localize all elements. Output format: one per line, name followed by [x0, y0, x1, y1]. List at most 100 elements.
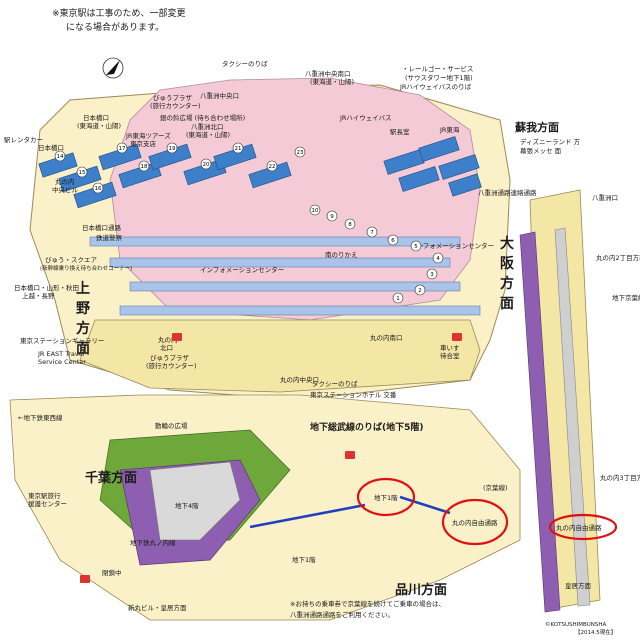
direction-chiba: 千葉方面	[85, 470, 137, 486]
label-jr-tours: JR東海ツアーズ	[125, 131, 171, 140]
label-floor-b4: 地下4階	[175, 501, 199, 510]
platform-number: 20	[203, 162, 210, 168]
label-nihonbashi-shinkansen: 日本橋口・山形・秋田	[14, 283, 79, 292]
platform-number-badge	[410, 240, 422, 252]
label-jr-tokai: JR東海	[439, 125, 460, 134]
walking-route	[249, 495, 451, 529]
platform-number-badge	[414, 284, 426, 296]
platform-number: 5	[414, 244, 418, 250]
platform-number: 6	[391, 238, 395, 244]
direction-soga: 蘇我方面	[514, 120, 559, 134]
label-nihonbashi-passage: 日本橋口通路	[82, 223, 122, 232]
direction-shinagawa: 品川方面	[395, 582, 447, 598]
platform-number-badge	[232, 142, 244, 154]
platform-number-badge	[266, 160, 278, 172]
platform-number-badge	[326, 210, 338, 222]
notice-line1: ※東京駅は工事のため、一部変更	[52, 7, 186, 19]
label-rail-go-2: (サウスタワー地下1階)	[405, 73, 473, 82]
platform-number-badge	[200, 158, 212, 170]
platform-number-badge	[309, 204, 321, 216]
label-south-passage: 南のりかえ	[325, 250, 358, 259]
platform-blocks-right	[383, 136, 482, 197]
keiyo-corridor	[519, 189, 601, 613]
label-view-plaza-bottom-2: (旅行カウンター)	[146, 361, 197, 370]
underground-area	[9, 394, 521, 621]
label-view-square-2: (新幹線乗り換え待ち合わせコーナー)	[40, 264, 132, 272]
label-yaesu-central-north: 八重洲中央口	[200, 91, 239, 100]
label-kokyo: 皇居方面	[565, 581, 592, 590]
label-taxi-top: タクシーのりば	[222, 59, 268, 68]
platform-number: 3	[430, 272, 434, 278]
label-wheelchair: 車いす	[440, 343, 460, 352]
label-wheelchair-2: 待合室	[440, 351, 460, 360]
label-rail-go: ・レールゴー・サービス	[402, 64, 473, 73]
label-taxi-bottom: タクシーのりば	[312, 379, 358, 388]
label-yaesu-north-2: (東海道・山陽)	[186, 130, 230, 139]
label-marunouchi-central: 丸の内中央口	[280, 375, 319, 384]
label-view-plaza-bottom: びゅうプラザ	[150, 354, 189, 362]
notice-line2: になる場合があります。	[66, 21, 164, 33]
highlight-jiyu-right	[548, 513, 618, 541]
platform-number-badge	[426, 268, 438, 280]
platform-number: 15	[79, 170, 86, 176]
platform-number: 2	[418, 288, 422, 294]
platform-number: 23	[297, 150, 304, 156]
label-circle-jiyu: 丸の内自由通路	[452, 518, 498, 527]
label-yaesu-central-south-2: (東海道・山陽)	[310, 77, 354, 86]
platform-number: 16	[95, 186, 102, 192]
platform-number-badge	[166, 142, 178, 154]
label-nihonbashi-exit: 日本橋口	[38, 143, 64, 152]
platform-number-badge	[294, 146, 306, 158]
direction-osaka-2: 阪	[500, 256, 515, 272]
label-nihonbashi-shinkansen-2: 上越・長野	[22, 291, 55, 300]
label-marunouchi-south: 丸の内南口	[370, 333, 403, 342]
platform-number: 1	[396, 296, 400, 302]
platform-number: 9	[330, 214, 334, 220]
restroom-icon	[80, 333, 462, 583]
label-yaesu-north: 八重洲北口	[191, 123, 224, 131]
label-gin-no-suzu: 銀の鈴広場 (待ち合わせ場所)	[160, 113, 245, 122]
label-underground-tozai: ←地下鉄東西線	[18, 413, 63, 422]
label-marunouchi-north-2: 北口	[160, 344, 173, 352]
label-underground-b1-bottom: 地下鉄丸ノ内線	[130, 538, 176, 547]
label-info-center-2: インフォメーションセンター	[410, 241, 494, 250]
direction-ueno-1: 上	[76, 281, 90, 297]
label-jr-highway: JRハイウェイバスのりば	[399, 82, 472, 91]
highlight-circles	[356, 477, 618, 546]
direction-osaka-3: 方	[500, 275, 514, 292]
label-nihonbashi-top: 日本橋口	[83, 113, 109, 122]
label-station-gallery: 東京ステーションギャラリー	[20, 336, 104, 345]
direction-ueno-2: 野	[76, 301, 90, 317]
platform-number: 8	[348, 222, 352, 228]
platform-number-badge	[392, 292, 404, 304]
platform-number-badge	[432, 252, 444, 264]
highlight-b1	[356, 477, 416, 517]
label-marunouchi-2-exit: 丸の内2丁目方面	[596, 253, 640, 262]
label-marunouchi-central-bldg-2: 中央ビル	[52, 185, 79, 194]
label-east-travel-2: Service Center	[38, 358, 86, 366]
label-eki-rentacar: 駅レンタカー	[4, 135, 43, 144]
direction-disney: ディズニーランド 方	[520, 137, 581, 146]
label-station-hotel: 東京ステーションホテル 交番	[310, 390, 397, 399]
label-railway-police: 鉄道警察	[96, 233, 123, 242]
label-tokyo-bus-center: 東京駅旅行	[28, 491, 61, 500]
platform-number-badge	[116, 142, 128, 154]
highlight-jiyu	[441, 498, 509, 546]
label-eki-master: 駅長室	[390, 127, 410, 136]
label-jr-highway-bus-2: JRハイウェイバス	[339, 114, 392, 122]
label-keiyo-platform-right: 地下京葉線のりば	[612, 293, 640, 302]
direction-ueno-4: 面	[76, 341, 90, 357]
label-view-plaza-top: びゅうプラザ	[153, 94, 192, 102]
platform-number-badge	[344, 218, 356, 230]
direction-osaka-1: 大	[500, 235, 514, 252]
label-marunouchi-central-bldg: 丸の内	[55, 177, 75, 186]
platform-number-badge	[92, 182, 104, 194]
platform-number: 14	[57, 154, 64, 160]
platform-number: 19	[169, 146, 176, 152]
label-underground-sobu: 地下総武線のりば(地下5階)	[310, 421, 424, 433]
platform-number-badge	[387, 234, 399, 246]
label-view-plaza-top-2: (旅行カウンター)	[150, 101, 201, 110]
label-keiyo-line: (京葉線)	[483, 483, 508, 492]
